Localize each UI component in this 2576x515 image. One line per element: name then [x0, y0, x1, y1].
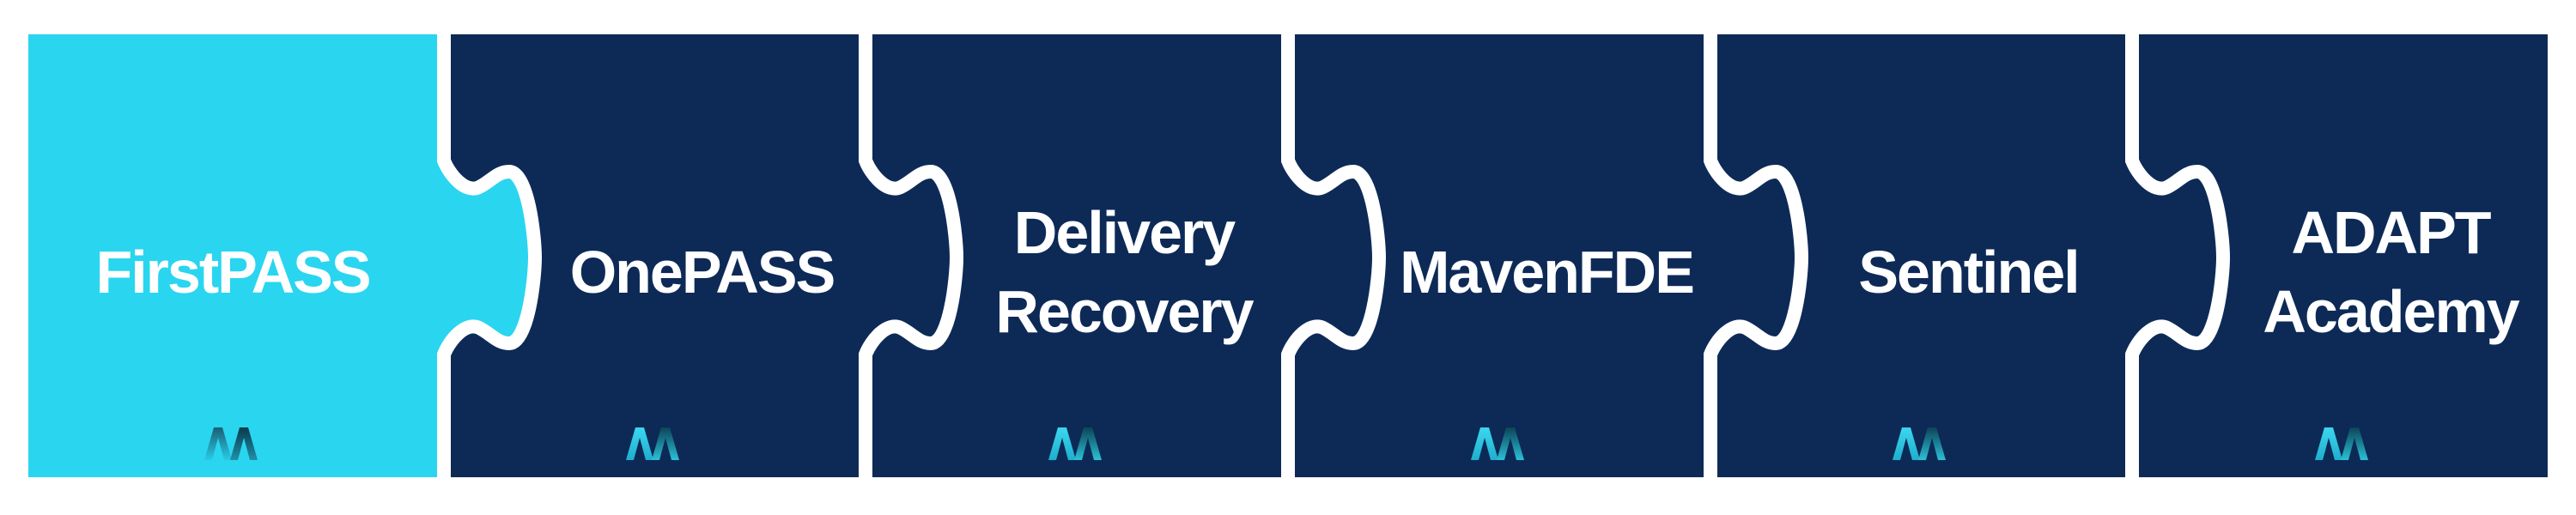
maven-logo-icon	[2315, 427, 2368, 460]
logo-right-chevron	[1918, 427, 1946, 460]
logo-left-chevron	[2315, 427, 2342, 460]
maven-logo-icon	[1471, 427, 1524, 460]
maven-logo-icon	[1048, 427, 1102, 460]
logo-left-chevron	[1893, 427, 1920, 460]
puzzle-piece-onepass[interactable]	[437, 21, 964, 491]
logo-left-chevron	[626, 427, 653, 460]
logo-left-chevron	[1048, 427, 1076, 460]
logo-left-chevron	[204, 427, 232, 460]
maven-logo-icon	[204, 427, 258, 460]
puzzle-piece-firstpass[interactable]	[15, 21, 543, 491]
logo-right-chevron	[230, 427, 258, 460]
logo-right-chevron	[652, 427, 679, 460]
puzzle-piece-delivery-recovery[interactable]	[859, 21, 1387, 491]
puzzle-piece-sentinel[interactable]	[1704, 21, 2231, 491]
logo-right-chevron	[1074, 427, 1102, 460]
maven-logo-icon	[1893, 427, 1946, 460]
puzzle-piece-mavenfde[interactable]	[1281, 21, 1809, 491]
logo-right-chevron	[1497, 427, 1524, 460]
maven-logo-icon	[626, 427, 679, 460]
logo-right-chevron	[2341, 427, 2368, 460]
logo-left-chevron	[1471, 427, 1498, 460]
